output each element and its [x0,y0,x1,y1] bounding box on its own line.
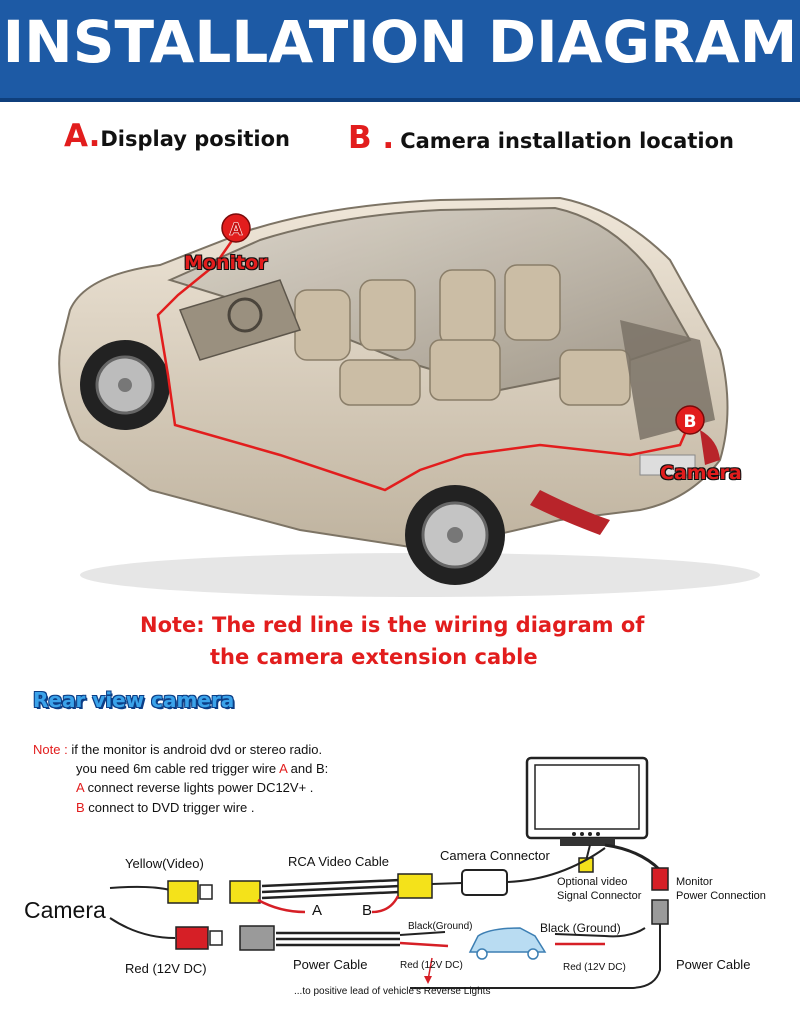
camera-callout: Camera [660,462,742,484]
label-reverse-lights: ...to positive lead of vehicle's Reverse… [294,986,490,997]
gray-power-plug [240,926,274,950]
label-rca-cable: RCA Video Cable [288,854,389,869]
car-illustration: A B [0,190,800,610]
label-optional-video-1: Optional video [557,876,627,888]
label-b-text: Camera installation location [400,129,734,153]
yellow-plug-connector [398,874,432,898]
label-red-12v-1: Red (12V DC) [400,960,463,971]
label-monitor-1: Monitor [676,876,713,888]
red-power-plug [176,927,208,949]
label-black-ground-2: Black (Ground) [540,921,621,935]
label-power-cable-2: Power Cable [676,957,750,972]
label-red-12v: Red (12V DC) [125,961,207,976]
monitor-callout: Monitor [184,252,268,274]
label-camera: Camera [24,897,106,924]
label-camera-connector: Camera Connector [440,848,550,863]
label-a-text: Display position [100,127,290,151]
label-yellow-video: Yellow(Video) [125,856,204,871]
label-a-letter: A. [64,118,100,154]
wiring-note-line2: the camera extension cable [210,645,538,669]
label-optional-video-2: Signal Connector [557,890,641,902]
label-b-letter: B . [348,120,394,156]
marker-a-letter: A [229,220,243,240]
label-camera-location: B .Camera installation location [348,120,734,156]
vehicle-icon [470,928,545,959]
monitor-device [527,758,647,846]
label-black-ground-1: Black(Ground) [408,921,472,932]
label-red-12v-2: Red (12V DC) [563,962,626,973]
page-title: INSTALLATION DIAGRAM [0,8,800,76]
label-power-cable-1: Power Cable [293,957,367,972]
label-wire-b: B [362,902,372,919]
yellow-plug-camera [168,881,198,903]
yellow-plug-cable [230,881,260,903]
label-wire-a: A [312,902,322,919]
header-banner: INSTALLATION DIAGRAM [0,0,800,102]
monitor-power-connector-red [652,868,668,890]
marker-b-letter: B [684,412,697,432]
wiring-note-line1: Note: The red line is the wiring diagram… [140,613,644,637]
label-display-position: A.Display position [64,118,290,154]
camera-connector [462,870,507,895]
label-monitor-2: Power Connection [676,890,766,902]
monitor-power-connector-gray [652,900,668,924]
rear-view-camera-title: Rear view camera [33,688,234,712]
